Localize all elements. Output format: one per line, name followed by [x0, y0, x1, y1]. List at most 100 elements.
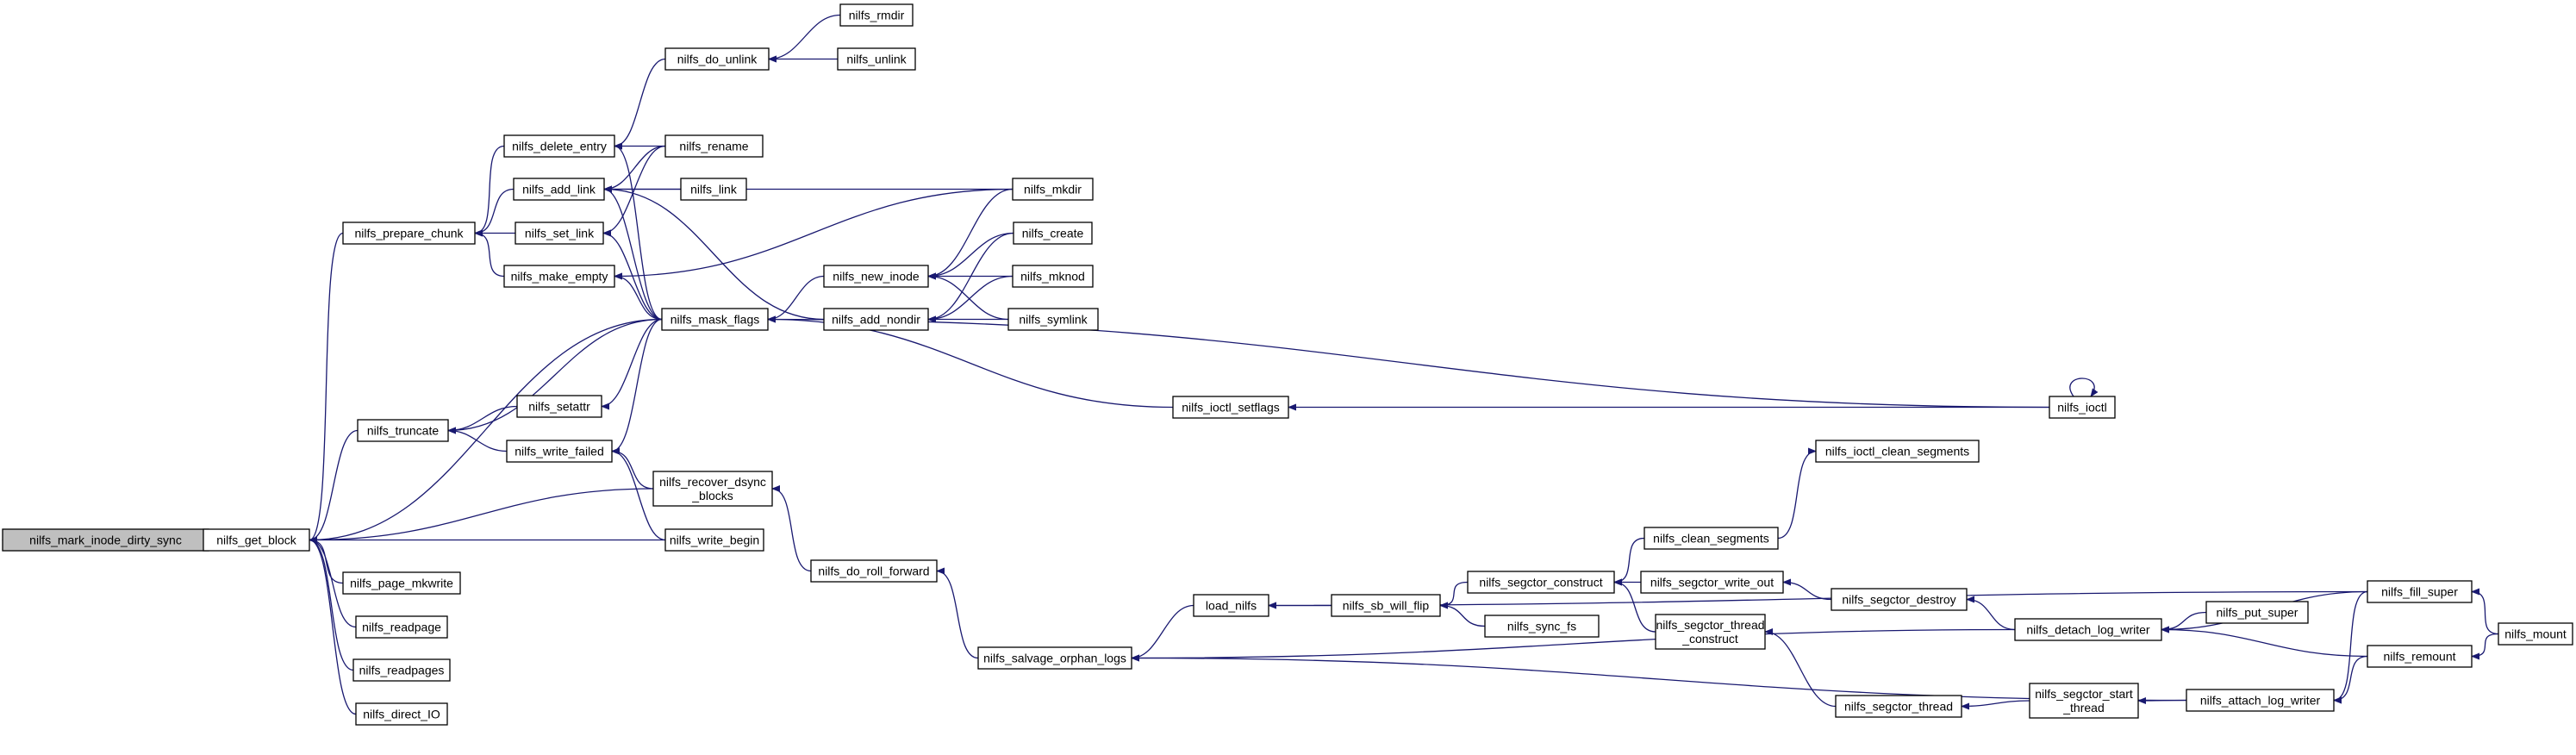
- node-delete-entry[interactable]: nilfs_delete_entry: [503, 134, 615, 158]
- node-add-nondir[interactable]: nilfs_add_nondir: [823, 308, 929, 331]
- node-label: nilfs_segctor_write_out: [1650, 576, 1774, 590]
- edge-line: [309, 536, 357, 715]
- node-label: nilfs_prepare_chunk: [354, 227, 464, 240]
- node-make-empty[interactable]: nilfs_make_empty: [503, 265, 615, 288]
- edge-line: [309, 488, 654, 544]
- edge-create-to-new_inode: [927, 232, 1014, 280]
- edge-line: [927, 275, 1014, 323]
- edge-line: [767, 315, 1174, 409]
- node-segctor-thread[interactable]: nilfs_segctor_thread: [1835, 695, 1962, 718]
- node-box: [1012, 265, 1094, 288]
- node-truncate[interactable]: nilfs_truncate: [357, 419, 449, 442]
- node-do-roll-forward[interactable]: nilfs_do_roll_forward: [810, 559, 938, 583]
- node-ioctl-setflags[interactable]: nilfs_ioctl_setflags: [1172, 396, 1289, 419]
- node-box: [1655, 614, 1766, 650]
- edge-setattr-to-truncate: [447, 405, 518, 434]
- node-box: [515, 222, 604, 245]
- edge-line: [1764, 628, 1837, 708]
- node-salvage-orphan-logs[interactable]: nilfs_salvage_orphan_logs: [977, 646, 1132, 670]
- edge-line: [474, 229, 505, 278]
- edge-mask_flags-to-add_link: [603, 185, 663, 321]
- node-rename[interactable]: nilfs_rename: [664, 134, 764, 158]
- node-new-inode[interactable]: nilfs_new_inode: [823, 265, 929, 288]
- edge-detach_log_writer-to-segctor_destroy: [1966, 596, 2016, 631]
- node-box: [513, 178, 605, 201]
- node-mask-flags[interactable]: nilfs_mask_flags: [661, 308, 769, 331]
- edge-line: [611, 447, 654, 490]
- node-attach-log-writer[interactable]: nilfs_attach_log_writer: [2186, 689, 2335, 712]
- edge-line: [1777, 447, 1817, 540]
- node-segctor-start-thread[interactable]: nilfs_segctor_start_thread: [2029, 683, 2139, 719]
- node-label: nilfs_detach_log_writer: [2026, 623, 2150, 637]
- node-rmdir[interactable]: nilfs_rmdir: [839, 3, 914, 27]
- node-recover-dsync[interactable]: nilfs_recover_dsync_blocks: [652, 471, 773, 507]
- edge-line: [1268, 590, 2368, 609]
- node-box: [1831, 588, 1968, 611]
- node-mkdir[interactable]: nilfs_mkdir: [1012, 178, 1094, 201]
- node-label: nilfs_attach_log_writer: [2200, 694, 2321, 708]
- node-box: [1815, 440, 1980, 463]
- node-mount[interactable]: nilfs_mount: [2498, 622, 2573, 646]
- node-box: [506, 440, 613, 463]
- node-symlink[interactable]: nilfs_symlink: [1007, 308, 1099, 331]
- node-ioctl-clean-segments[interactable]: nilfs_ioctl_clean_segments: [1815, 440, 1980, 463]
- node-prepare-chunk[interactable]: nilfs_prepare_chunk: [342, 222, 476, 245]
- edge-line: [1131, 654, 2187, 702]
- node-unlink[interactable]: nilfs_unlink: [837, 47, 916, 71]
- node-label: nilfs_salvage_orphan_logs: [983, 652, 1126, 665]
- node-put-super[interactable]: nilfs_put_super: [2205, 601, 2309, 624]
- node-label: nilfs_mark_inode_dirty_sync: [29, 533, 182, 547]
- node-fill-super[interactable]: nilfs_fill_super: [2367, 580, 2473, 603]
- edge-rmdir-to-do_unlink: [768, 14, 841, 63]
- edge-ioctl-to-mask_flags: [767, 315, 2050, 409]
- edge-line: [771, 485, 812, 572]
- node-sync-fs[interactable]: nilfs_sync_fs: [1484, 615, 1600, 638]
- node-mknod[interactable]: nilfs_mknod: [1012, 265, 1094, 288]
- node-setattr[interactable]: nilfs_setattr: [516, 395, 602, 418]
- node-get-block[interactable]: nilfs_get_block: [203, 528, 310, 552]
- edge-line: [309, 536, 357, 628]
- edge-prepare_chunk-to-get_block: [309, 232, 344, 544]
- edge-line: [474, 145, 505, 237]
- edge-mask_flags-to-get_block: [309, 318, 663, 544]
- node-label: nilfs_ioctl: [2057, 401, 2107, 415]
- edge-mkdir-to-new_inode: [927, 188, 1014, 280]
- node-write-begin[interactable]: nilfs_write_begin: [664, 528, 764, 552]
- node-box: [652, 471, 773, 507]
- node-label: nilfs_setattr: [528, 400, 590, 414]
- edge-recover_dsync-to-write_failed: [611, 447, 654, 490]
- node-load-nilfs[interactable]: load_nilfs: [1193, 594, 1269, 617]
- node-direct-io[interactable]: nilfs_direct_IO: [355, 702, 448, 726]
- node-create[interactable]: nilfs_create: [1013, 222, 1093, 245]
- node-ioctl[interactable]: nilfs_ioctl: [2049, 396, 2116, 419]
- node-segctor-thread-construct[interactable]: nilfs_segctor_thread_construct: [1655, 614, 1766, 650]
- node-link[interactable]: nilfs_link: [680, 178, 747, 201]
- edge-ioctl-to-ioctl: [2069, 378, 2099, 397]
- node-mark-inode-dirty-sync[interactable]: nilfs_mark_inode_dirty_sync: [2, 528, 209, 552]
- node-readpages[interactable]: nilfs_readpages: [352, 658, 451, 682]
- edge-mount-to-remount: [2471, 633, 2499, 660]
- node-label: nilfs_recover_dsync: [659, 475, 766, 489]
- node-label: nilfs_put_super: [2217, 606, 2298, 620]
- edge-line: [1961, 700, 2030, 710]
- node-sb-will-flip[interactable]: nilfs_sb_will_flip: [1331, 594, 1441, 617]
- edge-line: [603, 185, 663, 321]
- node-do-unlink[interactable]: nilfs_do_unlink: [664, 47, 770, 71]
- node-segctor-write-out[interactable]: nilfs_segctor_write_out: [1640, 571, 1784, 594]
- node-add-link[interactable]: nilfs_add_link: [513, 178, 605, 201]
- edge-line: [1131, 628, 2016, 662]
- node-detach-log-writer[interactable]: nilfs_detach_log_writer: [2014, 618, 2162, 641]
- node-clean-segments[interactable]: nilfs_clean_segments: [1644, 527, 1779, 550]
- node-box: [1193, 594, 1269, 617]
- node-segctor-destroy[interactable]: nilfs_segctor_destroy: [1831, 588, 1968, 611]
- node-write-failed[interactable]: nilfs_write_failed: [506, 440, 613, 463]
- node-segctor-construct[interactable]: nilfs_segctor_construct: [1467, 571, 1615, 594]
- node-set-link[interactable]: nilfs_set_link: [515, 222, 604, 245]
- node-readpage[interactable]: nilfs_readpage: [355, 615, 448, 639]
- edge-remount-to-detach_log_writer: [2161, 626, 2368, 658]
- edge-line: [1613, 537, 1645, 586]
- node-remount[interactable]: nilfs_remount: [2367, 645, 2473, 668]
- node-page-mkwrite[interactable]: nilfs_page_mkwrite: [342, 571, 461, 595]
- edge-new_inode-to-mask_flags: [767, 275, 825, 323]
